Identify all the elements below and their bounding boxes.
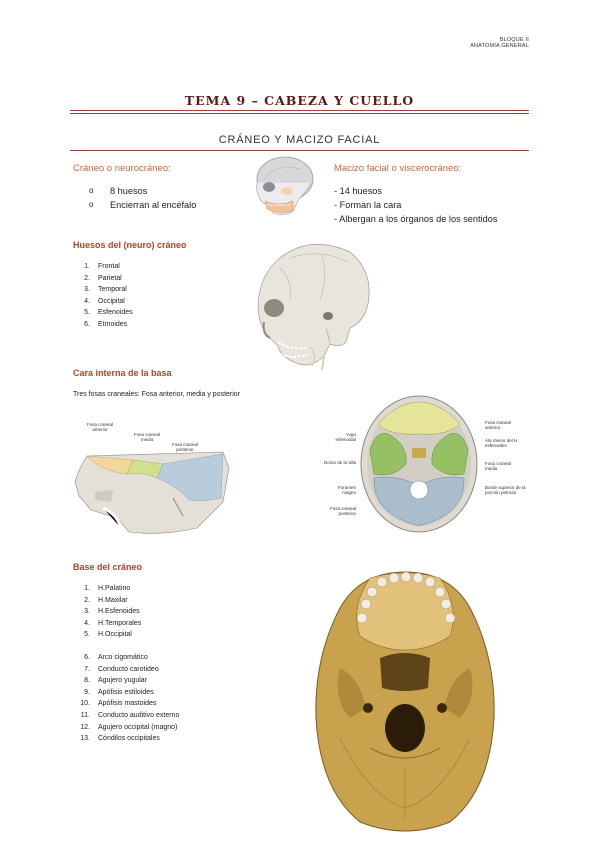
bullet-marker: o [89,200,94,209]
label-yugo: Yugo esfenoidal [335,432,356,442]
skull-base-inferior-image [315,571,495,832]
label-fosa-post-r: Fosa craneal posterior [329,506,356,516]
list-item: 4.H.Temporales [84,619,142,627]
list-item: 9.Apófisis estiloides [84,688,154,696]
list-item: 4.Occipital [84,297,125,305]
list-item: 8.Agujero yugular [84,677,148,685]
subtitle-rule [70,150,529,151]
interna-heading: Cara interna de la basa [73,368,172,378]
header-block: BLOQUE II ANATOMÍA GENERAL [470,37,529,49]
list-item: - Albergan a los órganos de los sentidos [334,214,498,224]
skull-base-interior-image [360,395,478,533]
label-fosa-anterior: Fosa craneal anterior [86,422,113,432]
section-subtitle: CRÁNEO Y MACIZO FACIAL [218,134,381,146]
list-item: 5.Esfenoides [84,309,133,317]
list-item: 3.H.Esfenoides [84,608,140,616]
visc-heading: Macizo facial o viscerocráneo: [334,163,462,174]
huesos-list: 1.Frontal 2.Parietal 3.Temporal 4.Occipi… [78,263,133,333]
list-item: - 14 huesos [334,186,383,196]
bullet-marker: o [89,186,94,195]
list-item: 13.Cóndilos occipitales [80,735,160,743]
label-fosa-media: Fosa craneal media [133,432,160,442]
huesos-heading: Huesos del (neuro) cráneo [73,240,187,250]
list-item: 5.H.Occipital [84,631,132,639]
skull-lateral-image [257,243,370,371]
label-fosa-ant-r: Fosa craneal anterior [485,420,512,430]
interna-text: Tres fosas craneales: Fosa anterior, med… [73,391,241,398]
list-item: 3.Temporal [84,286,127,294]
label-foramen: Foramen magno [337,485,356,495]
visc-list: - 14 huesos - Forman la cara - Albergan … [334,186,497,228]
list-item: 2.H.Maxilar [84,596,128,604]
header-line-1: BLOQUE II [499,37,529,43]
list-item: - Forman la cara [334,200,402,210]
list-item: 7.Conducto carotideo [84,665,159,673]
list-item: 6.Etmoides [84,320,128,328]
label-borde-petrosa: Borde superior de la porción petrosa [485,485,526,495]
label-fosa-posterior: Fosa craneal posterior [171,442,198,452]
list-item: 1.H.Palatino [84,585,131,592]
base-list-1: 1.H.Palatino 2.H.Maxilar 3.H.Esfenoides … [78,585,141,643]
base-heading: Base del cráneo [73,562,143,572]
base-list-2: 6.Arco cigomático 7.Conducto carotideo 8… [78,654,179,747]
title-rule-top [70,110,529,111]
list-item: 12.Agujero occipital (magno) [80,723,178,731]
neuro-heading: Cráneo o neurocráneo: [73,163,171,174]
label-dorso: Dorso de la silla [323,460,356,465]
label-fosa-media-r: Fosa craneal media [485,461,512,471]
skull-sagittal-image [74,451,230,534]
page-title: TEMA 9 – CABEZA Y CUELLO [184,93,415,108]
list-item: 6.Arco cigomático [84,654,148,661]
list-item: 11.Conducto auditivo externo [80,711,180,719]
header-line-2: ANATOMÍA GENERAL [470,43,529,49]
label-ala-menor: Ala menor del H. esfenoides [485,438,519,448]
list-item: 2.Parietal [84,274,122,282]
title-rule-bottom [70,113,529,114]
skull-side-small-image [256,156,314,215]
list-item: 10.Apófisis mastoides [80,700,157,708]
list-item: 1.Frontal [84,263,120,270]
